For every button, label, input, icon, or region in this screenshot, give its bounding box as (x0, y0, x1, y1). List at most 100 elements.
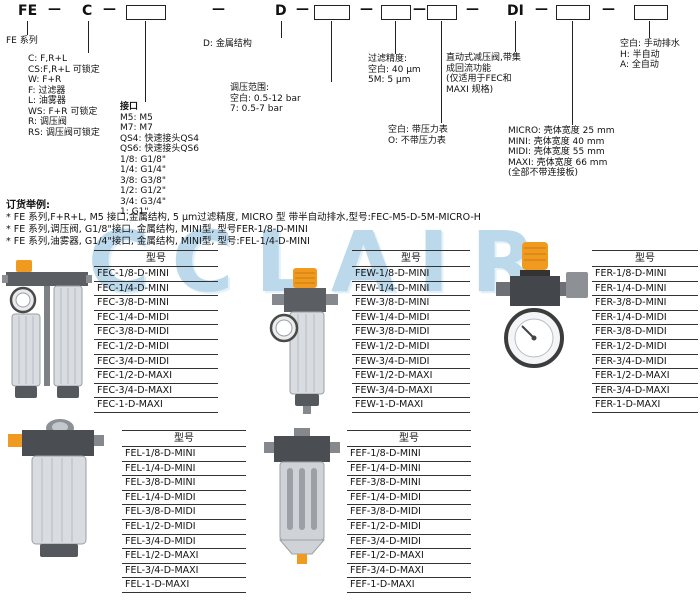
model-row: FEF-1/4-D-MIDI (347, 491, 471, 506)
model-row: FER-1/8-D-MINI (592, 267, 698, 282)
code-type: C (82, 3, 93, 19)
model-row: FEW-1/4-D-MINI (352, 282, 470, 297)
model-row: FEW-1/8-D-MINI (352, 267, 470, 282)
filtration-title: 过滤精度: (368, 54, 408, 64)
ordering-example-list: * FE 系列,F+R+L, M5 接口,金属结构, 5 μm过滤精度, MIC… (6, 212, 481, 248)
model-row: FEW-3/4-D-MAXI (352, 384, 470, 399)
model-row: FEL-3/8-D-MIDI (122, 505, 246, 520)
model-row: FER-3/8-D-MIDI (592, 325, 698, 340)
connector-line (331, 21, 332, 82)
size-option: MICRO: 壳体宽度 25 mm (508, 126, 615, 136)
model-row: FEW-3/8-D-MIDI (352, 325, 470, 340)
code-separator: — (48, 2, 61, 17)
series-label: FE 系列 (6, 36, 38, 46)
table-header: 型号 (122, 430, 246, 447)
drain-valve (297, 554, 307, 564)
model-row: FEL-1/4-D-MINI (122, 462, 246, 477)
model-row: FEL-1/2-D-MAXI (122, 549, 246, 564)
model-row: FEL-1/8-D-MINI (122, 447, 246, 462)
model-row: FER-1/4-D-MINI (592, 282, 698, 297)
model-row: FEL-3/4-D-MIDI (122, 535, 246, 550)
size-option: (全部不带连接板) (508, 168, 579, 178)
port-option: 1/4: G1/4" (120, 165, 166, 175)
regulator-knob (522, 242, 548, 270)
pressure-range-title: 调压范围: (230, 83, 270, 93)
port-option: 3/8: G3/8" (120, 175, 166, 186)
port-option: QS4: 快速接头QS4 (120, 133, 199, 144)
port-option: M7: M7 (120, 123, 153, 133)
model-row: FEF-3/8-D-MIDI (347, 505, 471, 520)
model-row: FEC-3/8-D-MIDI (94, 325, 218, 340)
port-option: M5: M5 (120, 112, 153, 123)
type-option: L: 油雾器 (28, 96, 66, 106)
model-row: FEC-3/4-D-MAXI (94, 384, 218, 399)
pressure-range-option: 空白: 0.5-12 bar (230, 93, 301, 104)
code-separator: — (103, 2, 116, 17)
drain-option: H: 半自动 (620, 49, 660, 60)
code-prefix: FE (18, 3, 38, 19)
model-row: FEF-1/4-D-MINI (347, 462, 471, 477)
model-row: FER-1/4-D-MIDI (592, 311, 698, 326)
model-row: FEL-3/8-D-MINI (122, 476, 246, 491)
di-note-line: (仅适用于FEC和 (446, 74, 512, 84)
series-annotation: FE 系列 (6, 36, 38, 47)
gauge-code-box (427, 5, 457, 20)
size-option: MAXI: 壳体宽度 66 mm (508, 157, 608, 168)
fef-product-image (264, 428, 340, 572)
code-di: DI (507, 3, 524, 19)
port-option: 1/8: G1/8" (120, 154, 166, 165)
code-separator: — (360, 2, 373, 17)
connector-line (441, 21, 442, 123)
gauge-option: 空白: 带压力表 (388, 125, 448, 135)
model-row: FEW-1-D-MAXI (352, 398, 470, 413)
fel-product-image (8, 414, 108, 570)
model-row: FEW-1/2-D-MIDI (352, 340, 470, 355)
type-option: WS: F+R 可锁定 (28, 106, 98, 117)
type-option: RS: 调压阀可锁定 (28, 127, 100, 138)
model-row: FER-1/2-D-MIDI (592, 340, 698, 355)
code-separator: — (466, 2, 479, 17)
gauge-option: O: 不带压力表 (388, 135, 446, 146)
port-code-box (126, 5, 166, 20)
model-row: FEF-1/2-D-MAXI (347, 549, 471, 564)
port-title: 接口 (120, 102, 139, 112)
filtration-option: 空白: 40 μm (368, 64, 421, 75)
code-structure: D (275, 3, 287, 19)
connector-line (88, 21, 89, 53)
type-option: W: F+R (28, 75, 62, 85)
connector-line (572, 21, 573, 125)
drain-option: A: 全自动 (620, 60, 659, 70)
model-row: FEF-1/8-D-MINI (347, 447, 471, 462)
model-row: FEF-1/2-D-MIDI (347, 520, 471, 535)
ordering-title: 订货举例: (6, 200, 50, 211)
table-header: 型号 (352, 250, 470, 267)
model-row: FEF-3/4-D-MAXI (347, 564, 471, 579)
structure-label: D: 金属结构 (203, 39, 252, 49)
model-row: FEC-1/8-D-MINI (94, 267, 218, 282)
ordering-example: * FE 系列,F+R+L, M5 接口,金属结构, 5 μm过滤精度, MIC… (6, 212, 481, 223)
model-row: FEL-1-D-MAXI (122, 578, 246, 593)
table-header: 型号 (94, 250, 218, 267)
port-option: 1/2: G1/2" (120, 186, 166, 196)
di-note-line: MAXI 规格) (446, 84, 494, 95)
ordering-example: * FE 系列,调压阀, G1/8"接口, 金属结构, MINI型, 型号FER… (6, 224, 308, 235)
connector-line (281, 21, 282, 38)
pressure-range-code-box (314, 5, 350, 20)
model-row: FER-3/4-D-MIDI (592, 355, 698, 370)
type-option: R: 调压阀 (28, 117, 67, 127)
model-row: FEF-3/4-D-MIDI (347, 535, 471, 550)
